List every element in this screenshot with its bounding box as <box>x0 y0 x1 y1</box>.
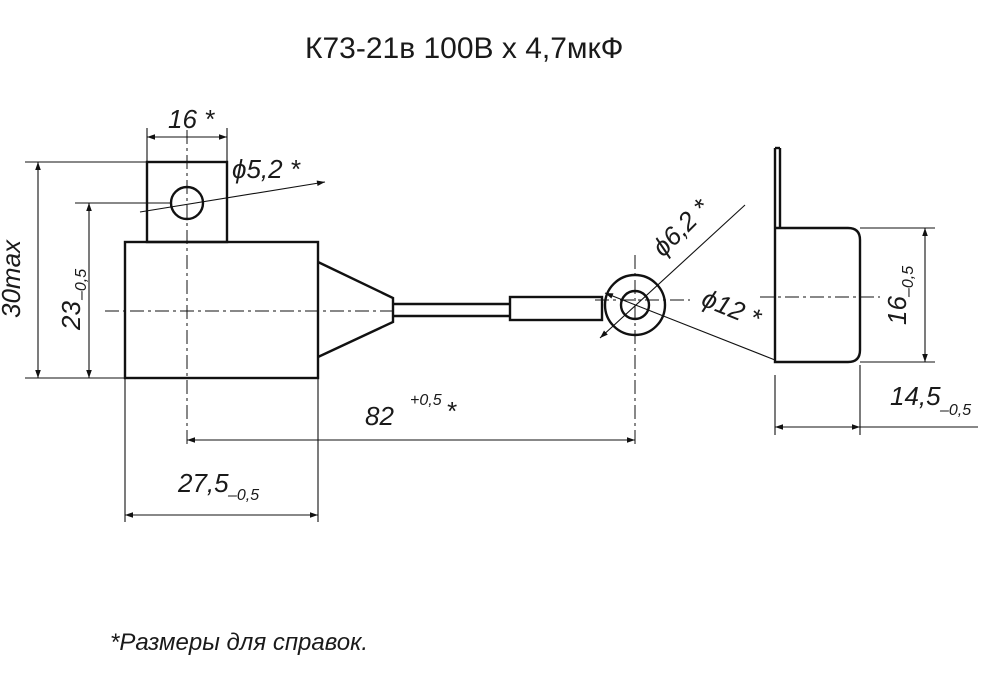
label-lead-length-star: * <box>446 396 457 426</box>
label-side-height: 16 <box>882 296 912 325</box>
side-view <box>773 146 862 364</box>
dim-side-height: 16 –0,5 <box>860 227 935 363</box>
capacitor-body <box>123 160 667 380</box>
label-side-depth-tol: –0,5 <box>939 402 971 419</box>
label-body-length-tol: –0,5 <box>227 487 259 504</box>
dim-ring-outer: ϕ12 * <box>604 283 776 361</box>
label-body-length: 27,5 <box>177 468 229 498</box>
lead-sleeve <box>508 295 604 322</box>
dim-body-length: 27,5 –0,5 <box>124 378 319 522</box>
label-side-depth: 14,5 <box>890 381 941 411</box>
reference-note: *Размеры для справок. <box>110 629 368 656</box>
label-body-height-tol: –0,5 <box>73 269 90 301</box>
label-ring-inner: ϕ6,2 * <box>646 192 716 262</box>
dim-side-depth: 14,5 –0,5 <box>774 365 978 435</box>
label-lead-length-tol: +0,5 <box>410 392 442 409</box>
label-lead-length: 82 <box>365 401 394 431</box>
dim-lead-length: 82 +0,5 * <box>187 392 635 443</box>
label-total-height: 30max <box>0 239 26 318</box>
taper <box>317 260 395 359</box>
dim-hole-diameter: ϕ5,2 * <box>139 154 326 213</box>
center-lines <box>105 130 880 445</box>
label-body-height: 23 <box>56 301 86 331</box>
label-mount-width: 16 * <box>168 104 215 134</box>
dim-mount-width: 16 * <box>146 104 228 162</box>
drawing-title: К73-21в 100В x 4,7мкФ <box>305 32 623 65</box>
label-ring-outer: ϕ12 * <box>698 283 766 334</box>
dim-body-height: 23 –0,5 <box>56 202 171 378</box>
label-side-height-tol: –0,5 <box>900 266 917 298</box>
dim-total-height: 30max <box>0 161 147 379</box>
label-hole-diameter: ϕ5,2 * <box>232 154 301 184</box>
